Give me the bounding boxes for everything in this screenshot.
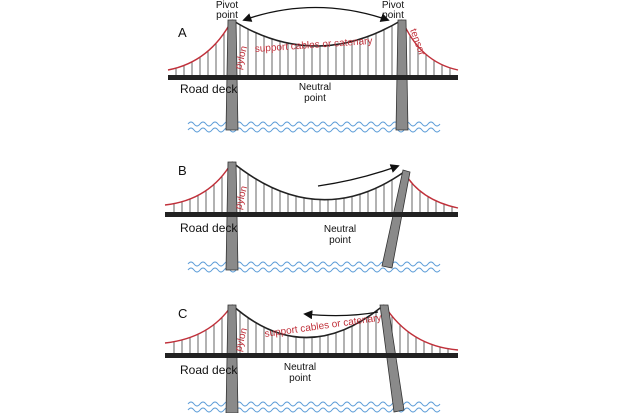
suspender-cables xyxy=(175,24,451,75)
road-deck xyxy=(165,353,458,358)
pivot-label-left-line2: point xyxy=(216,10,238,21)
pivot-label-right-line2: point xyxy=(382,10,404,21)
main-cable xyxy=(231,19,403,47)
road-deck xyxy=(165,212,458,217)
panel-b: B pylon Road deck Neutral point xyxy=(164,161,459,273)
right-pylon-tilted xyxy=(379,304,405,413)
left-side-cable xyxy=(164,304,233,344)
road-deck-label: Road deck xyxy=(180,363,238,377)
panel-a: A Pivot point Pivot point support cables… xyxy=(167,0,459,133)
road-deck-label: Road deck xyxy=(180,82,238,96)
neutral-label: Neutral xyxy=(284,362,316,373)
panel-c: C support cables or catenary pylon Road … xyxy=(164,304,459,413)
left-pylon xyxy=(225,304,239,413)
panel-letter: C xyxy=(178,306,187,321)
suspender-cables xyxy=(173,168,453,212)
panel-letter: B xyxy=(178,163,187,178)
right-side-cable xyxy=(383,304,459,351)
rotation-arrow xyxy=(242,6,390,22)
left-side-cable xyxy=(167,19,233,71)
neutral-label: Neutral xyxy=(299,82,331,93)
main-cable xyxy=(231,161,405,201)
road-deck-label: Road deck xyxy=(180,221,238,235)
return-arrow xyxy=(303,310,379,320)
neutral-label: Neutral xyxy=(324,224,356,235)
right-pylon-tilted xyxy=(381,169,411,269)
road-deck xyxy=(168,75,458,80)
tilt-arrow xyxy=(317,164,400,187)
neutral-label-line2: point xyxy=(304,93,326,104)
neutral-label-line2: point xyxy=(329,235,351,246)
panel-letter: A xyxy=(178,25,187,40)
left-side-cable xyxy=(164,161,233,206)
pivot-label-left: Pivot xyxy=(216,0,238,11)
main-cable xyxy=(231,304,385,339)
pivot-label-right: Pivot xyxy=(382,0,404,11)
neutral-label-line2: point xyxy=(289,373,311,384)
